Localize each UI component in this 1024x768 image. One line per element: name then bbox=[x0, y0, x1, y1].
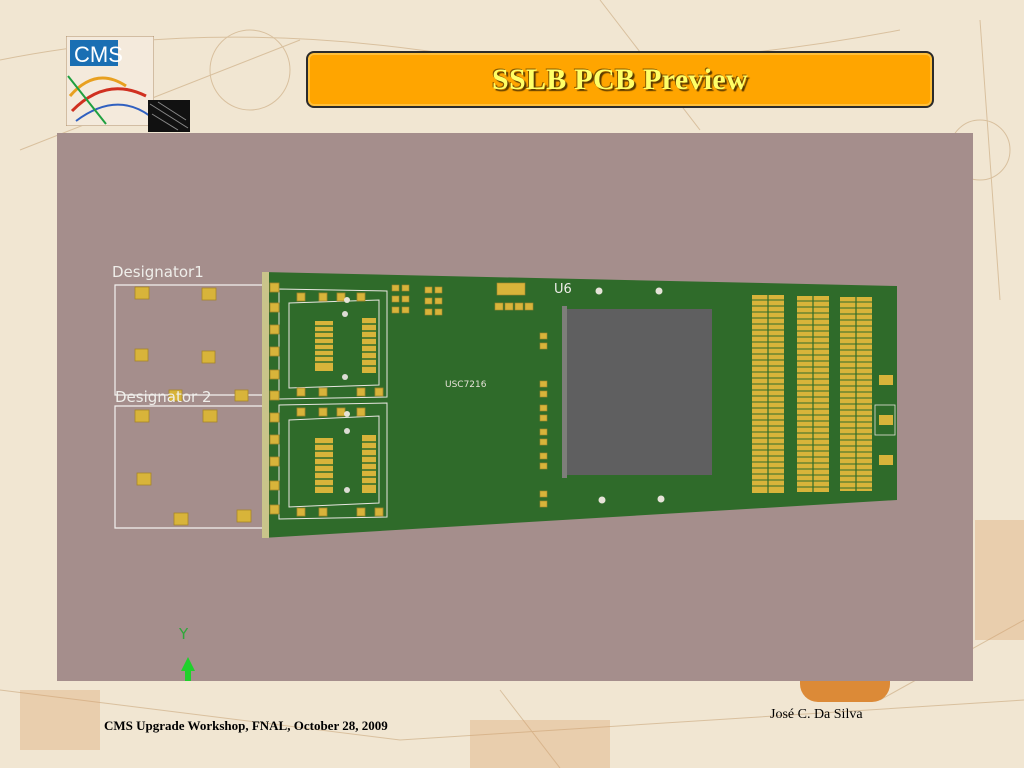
designator1-label: Designator1 bbox=[112, 263, 204, 281]
slide-title: SSLB PCB Preview bbox=[492, 62, 748, 96]
pcb-preview-image: Designator1 Designator 2 U6 USC7216 Y bbox=[57, 133, 973, 681]
axis-arrow-icon bbox=[181, 657, 195, 681]
cms-logo-text: CMS bbox=[74, 42, 123, 67]
fpga-chip bbox=[567, 309, 712, 475]
board-label: USC7216 bbox=[445, 380, 487, 390]
chip-label: U6 bbox=[554, 282, 572, 297]
footer-author: José C. Da Silva bbox=[770, 707, 863, 722]
footer-event: CMS Upgrade Workshop, FNAL, October 28, … bbox=[104, 718, 388, 733]
cms-logo: CMS bbox=[65, 35, 155, 127]
designator2-label: Designator 2 bbox=[115, 388, 212, 406]
pcb-pads bbox=[134, 282, 384, 526]
title-banner: SSLB PCB Preview bbox=[306, 51, 934, 108]
axis-y-label: Y bbox=[178, 625, 189, 643]
logo-decoration-icon bbox=[128, 100, 190, 132]
